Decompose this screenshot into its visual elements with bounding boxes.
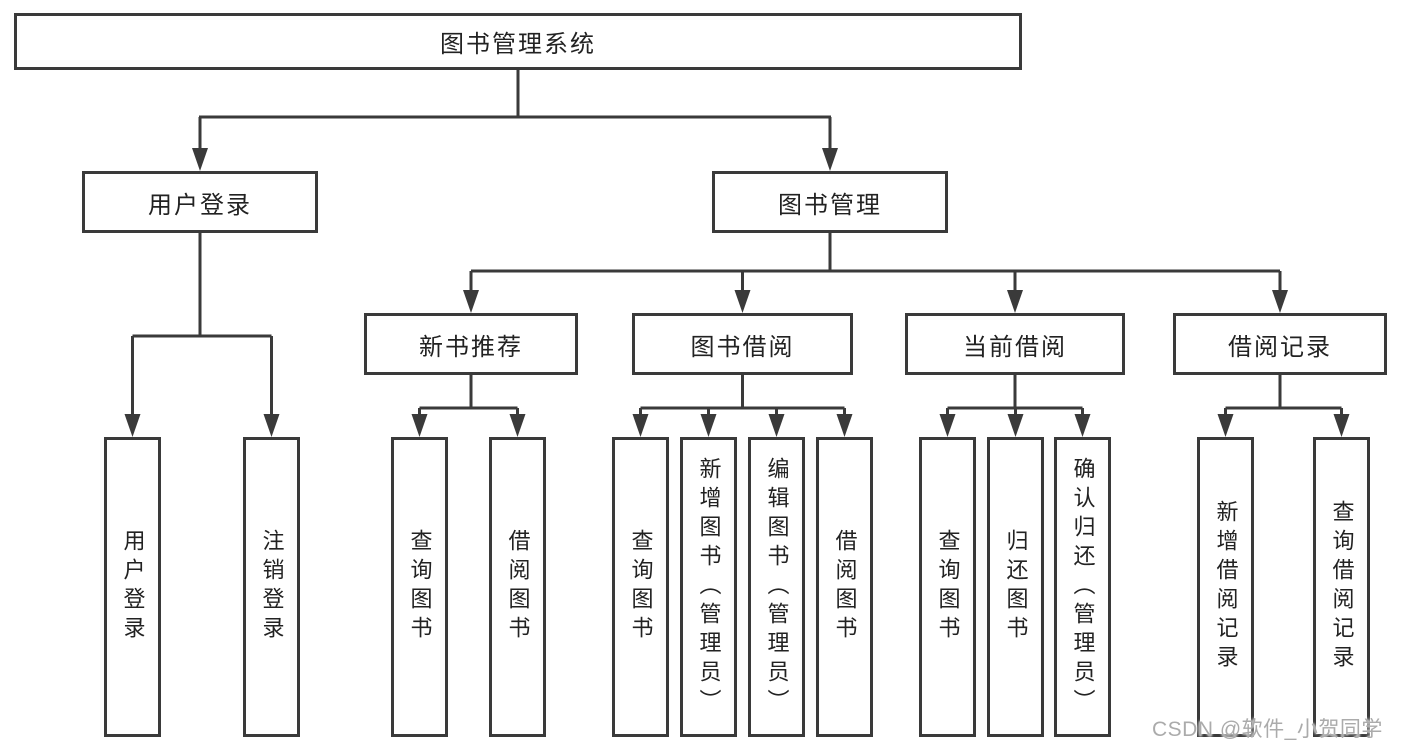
arrowhead-icon [734,290,751,313]
leaf-query-books-recommend: 查询图书 [391,437,448,737]
arrowhead-icon [509,414,526,437]
arrowhead-icon [768,414,785,437]
leaf-logout: 注销登录 [243,437,300,737]
arrowhead-icon [632,414,649,437]
leaf-edit-books-admin: 编辑图书（管理员） [748,437,805,737]
arrowhead-icon [1074,414,1091,437]
leaf-add-books-admin: 新增图书（管理员） [680,437,737,737]
leaf-add-borrow-record: 新增借阅记录 [1197,437,1254,737]
node-new-book-recommend: 新书推荐 [364,313,578,375]
arrowhead-icon [1217,414,1234,437]
arrowhead-icon [124,414,141,437]
leaf-query-books-borrow: 查询图书 [612,437,669,737]
arrowhead-icon [263,414,280,437]
connector-book-borrow [639,375,846,416]
arrowhead-icon [411,414,428,437]
leaf-borrow-books-recommend: 借阅图书 [489,437,546,737]
node-book-management: 图书管理 [712,171,948,233]
arrowhead-icon [1333,414,1350,437]
node-user-login: 用户登录 [82,171,318,233]
csdn-watermark: CSDN @软件_小贺同学 [1152,718,1383,741]
connector-book-management [469,233,1282,292]
leaf-user-login: 用户登录 [104,437,161,737]
connector-user-login [131,233,273,416]
connector-new-book [418,375,519,416]
arrowhead-icon [192,148,208,171]
leaf-return-books: 归还图书 [987,437,1044,737]
arrowhead-icon [1007,290,1023,313]
node-book-borrowing: 图书借阅 [632,313,853,375]
arrowhead-icon [1007,414,1024,437]
leaf-borrow-books: 借阅图书 [816,437,873,737]
arrowheads [124,148,1350,437]
arrowhead-icon [836,414,853,437]
arrowhead-icon [700,414,717,437]
node-root: 图书管理系统 [14,13,1022,70]
leaf-confirm-return-admin: 确认归还（管理员） [1054,437,1111,737]
arrowhead-icon [1272,290,1288,313]
arrowhead-icon [822,148,838,171]
arrowhead-icon [939,414,956,437]
connector-current-borrow [946,375,1084,416]
connector-borrow-records [1224,375,1343,416]
connector-root [198,70,832,150]
arrowhead-icon [463,290,479,313]
node-current-borrowing: 当前借阅 [905,313,1125,375]
leaf-query-books-current: 查询图书 [919,437,976,737]
leaf-query-borrow-record: 查询借阅记录 [1313,437,1370,737]
node-borrowing-records: 借阅记录 [1173,313,1387,375]
